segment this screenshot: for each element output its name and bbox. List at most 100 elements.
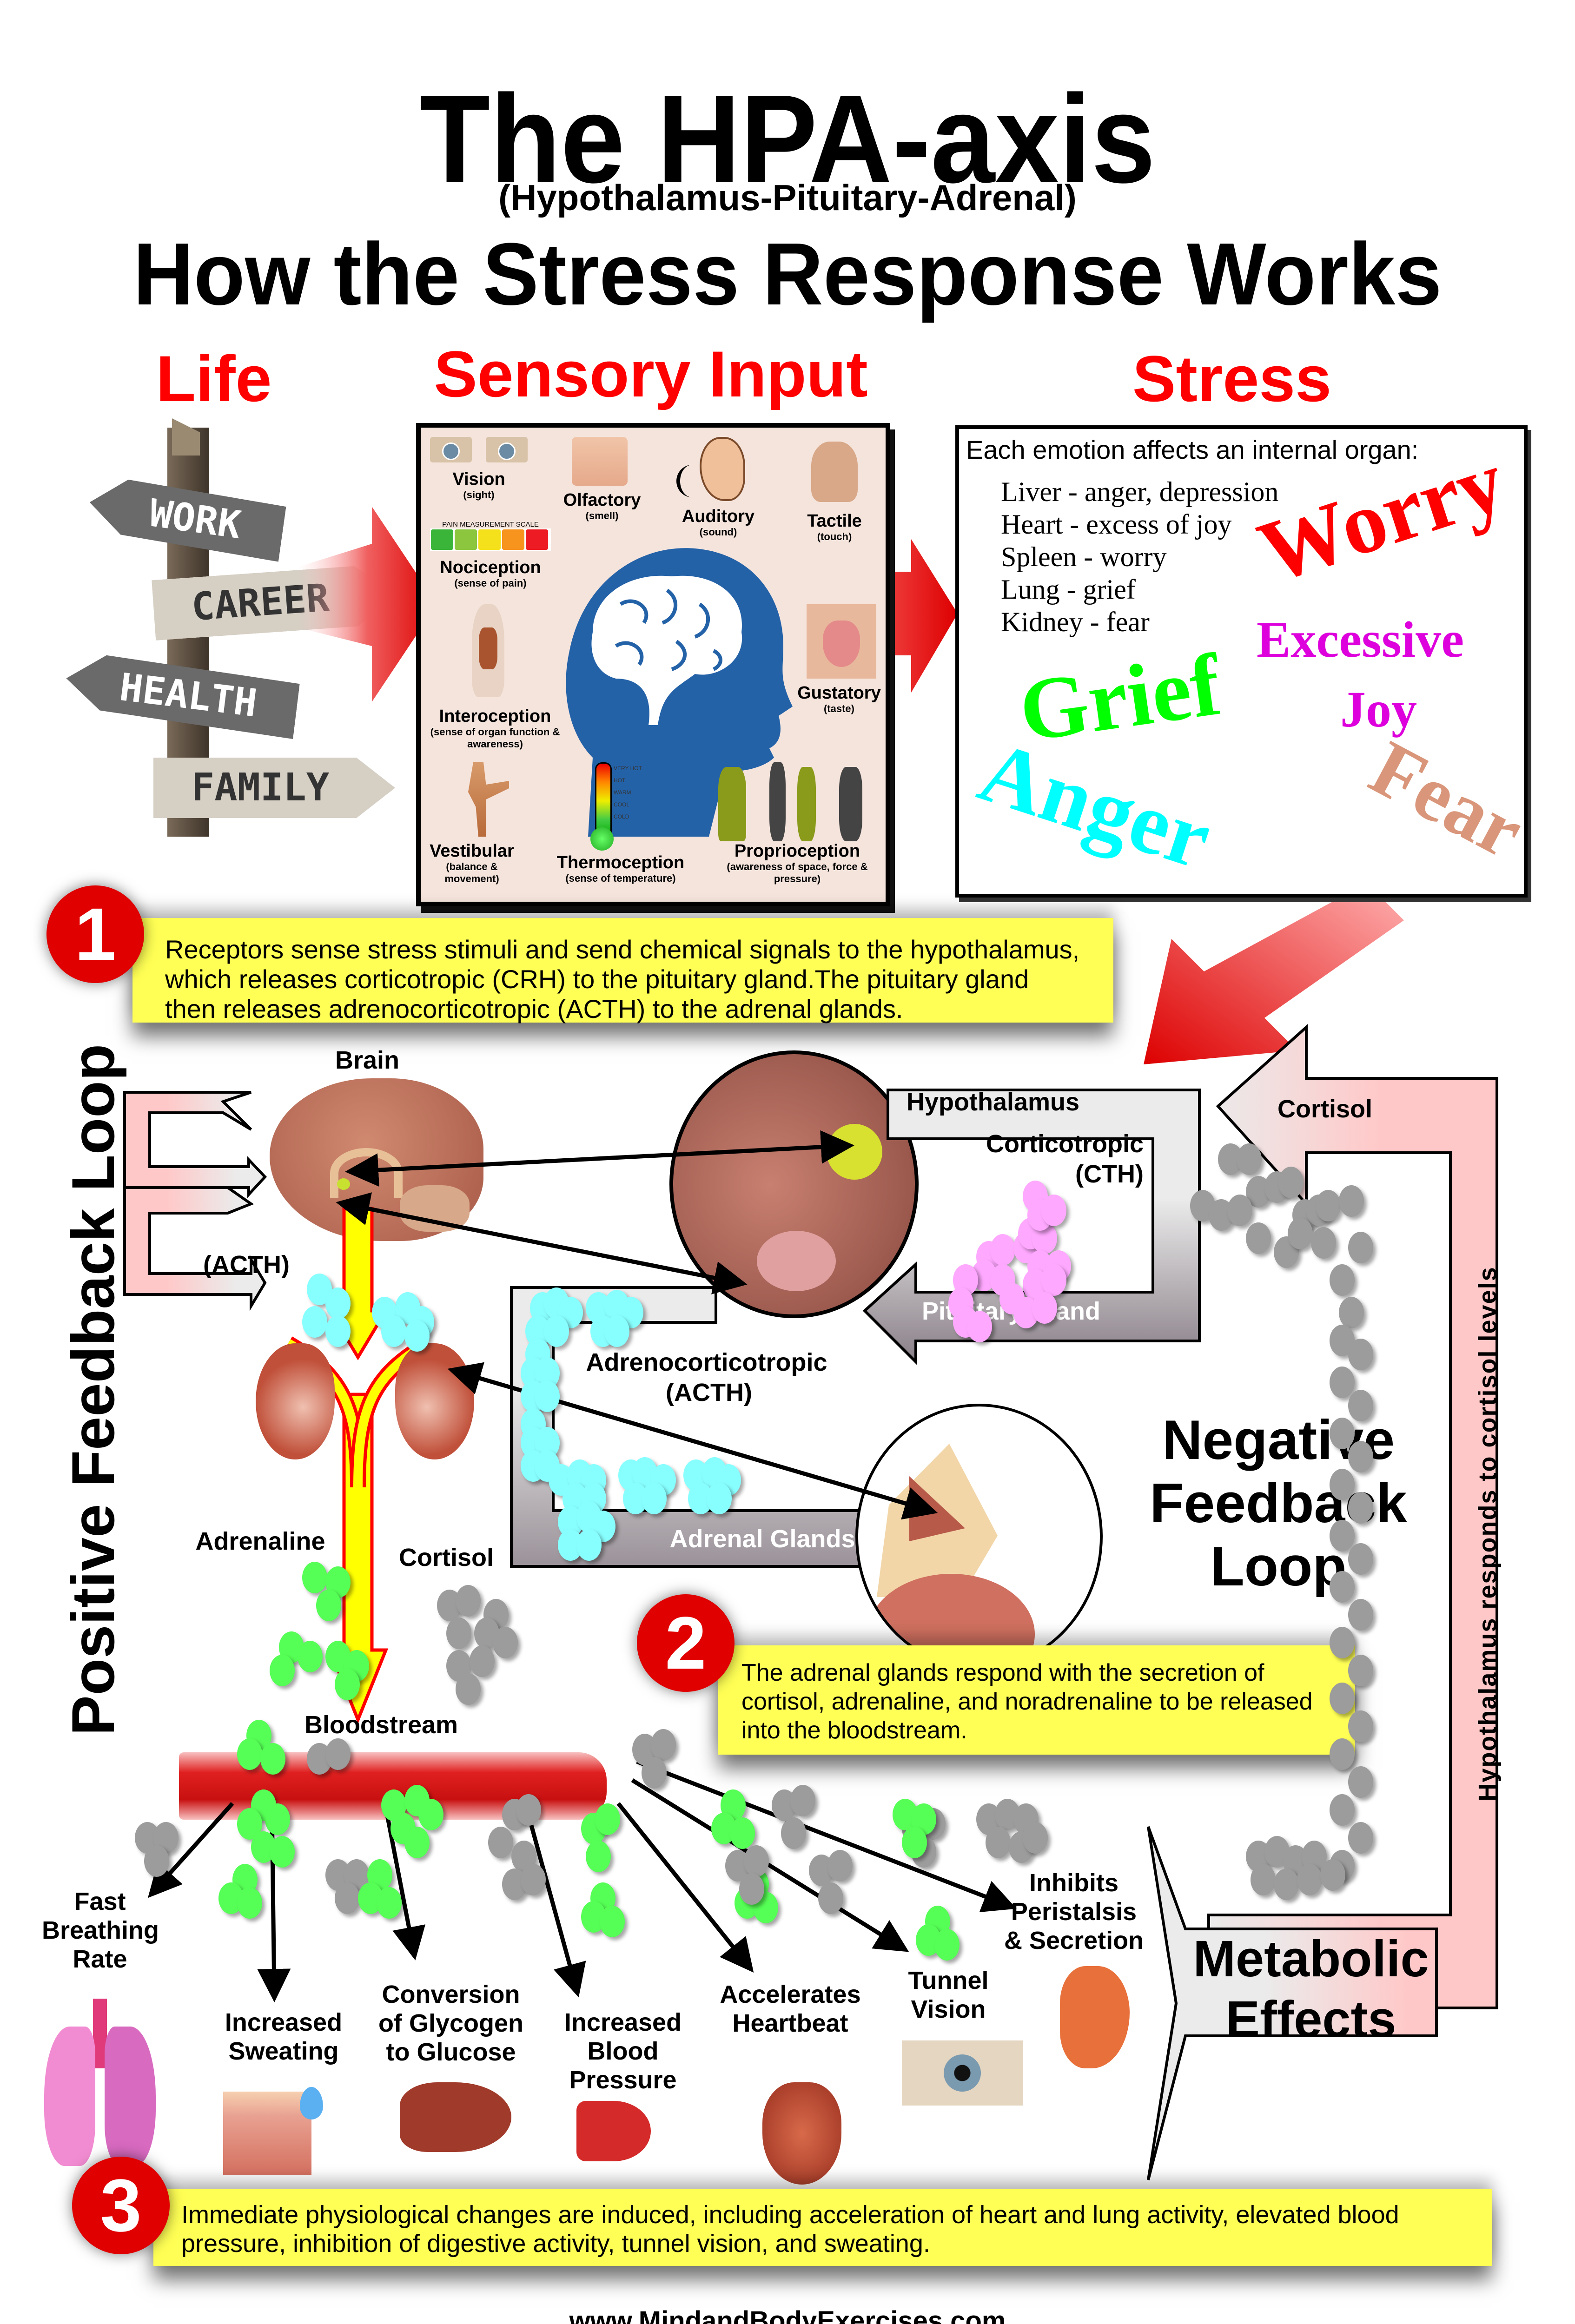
stress-intro: Each emotion affects an internal organ: — [966, 435, 1419, 464]
cortisol-molecule — [488, 1827, 513, 1858]
step-1-box: Receptors sense stress stimuli and send … — [132, 918, 1113, 1023]
adrenaline-label: Adrenaline — [195, 1527, 325, 1555]
organ-emotion-item: Lung - grief — [1001, 574, 1136, 605]
adrenaline-molecule — [902, 1827, 927, 1858]
thermometer-label: VERY HOT — [614, 765, 642, 772]
adrenaline-molecule — [335, 1669, 360, 1700]
sweating-skin-icon — [223, 2092, 311, 2175]
adrenocorticotropic-label: Adrenocorticotropic — [586, 1348, 827, 1376]
cortisol-molecule — [818, 1882, 843, 1914]
organ-emotion-item: Spleen - worry — [1001, 541, 1167, 572]
hand-touch-icon — [811, 442, 858, 502]
cortisol-molecule — [1246, 1222, 1271, 1254]
adrenaline-molecule — [237, 1887, 262, 1919]
lungs-icon — [44, 1999, 156, 2166]
section-life-heading: Life — [156, 342, 272, 415]
cortisol-molecule — [1348, 1599, 1373, 1631]
cortisol-molecule — [1330, 1571, 1355, 1603]
cortisol-molecule — [521, 1864, 546, 1895]
adrenaline-molecule — [730, 1817, 755, 1849]
cortisol-molecule — [744, 1845, 769, 1877]
adrenaline-molecule — [237, 1738, 262, 1770]
thermometer-label: HOT — [614, 777, 626, 784]
cortisol-molecule — [493, 1627, 518, 1658]
cortisol-molecule — [335, 1882, 360, 1914]
pain-face-icon — [502, 529, 524, 550]
crh-molecule — [1032, 1292, 1057, 1324]
acth-molecule — [544, 1315, 569, 1347]
cortisol-molecule — [446, 1618, 471, 1649]
cortisol-molecule — [1330, 1627, 1355, 1658]
effect-inhibits-peristalsis: Inhibits Peristalsis & Secretion — [1004, 1869, 1144, 1954]
negative-word: Negative — [1162, 1409, 1395, 1471]
cortisol-molecule — [1330, 1264, 1355, 1296]
thermometer-label: COOL — [614, 801, 630, 808]
acth-molecule — [642, 1483, 667, 1514]
proprioception-silhouettes-icon — [718, 762, 872, 841]
cortisol-molecule — [1237, 1143, 1262, 1175]
cortisol-molecule — [144, 1845, 169, 1877]
feedback-word: Feedback — [1150, 1472, 1407, 1534]
acth-molecule — [302, 1306, 327, 1338]
cortisol-molecule — [790, 1785, 815, 1816]
acth-molecule — [404, 1320, 430, 1352]
hypothalamus-responds-label: Hypothalamus responds to cortisol levels — [1474, 1266, 1502, 1802]
adrenaline-molecule — [404, 1827, 430, 1858]
pain-face-icon — [455, 529, 477, 550]
cortisol-molecule — [1288, 1218, 1313, 1249]
blood-pressure-vessel-icon — [562, 2101, 669, 2161]
adrenaline-molecule — [316, 1590, 341, 1621]
liver-icon — [400, 2082, 511, 2152]
cortisol-molecule — [781, 1817, 806, 1849]
adrenaline-molecule — [377, 1887, 402, 1919]
sense-vision: Vision(sight) — [452, 469, 505, 501]
adrenaline-molecule — [270, 1836, 295, 1868]
sense-olfactory: Olfactory(smell) — [563, 490, 641, 522]
thermometer-bulb — [590, 827, 614, 851]
organ-emotion-item: Heart - excess of joy — [1001, 509, 1232, 540]
sound-waves-icon — [676, 465, 708, 497]
arrow-life-to-sensory — [298, 507, 437, 702]
head-brain-icon — [566, 548, 793, 837]
thermometer-icon — [595, 762, 612, 839]
cortisol-molecule — [1348, 1710, 1373, 1742]
sense-vestibular: Vestibular(balance & movement) — [430, 841, 514, 885]
cortisol-molecule — [456, 1673, 481, 1705]
body-organs-icon — [472, 604, 504, 697]
section-sensory-heading: Sensory Input — [434, 337, 868, 410]
stomach-icon — [1060, 1966, 1130, 2068]
water-drop-icon — [300, 2087, 323, 2119]
nose-icon — [572, 437, 628, 486]
organ-emotion-item: Kidney - fear — [1001, 607, 1150, 637]
sign-family: FAMILY — [153, 758, 395, 818]
hypothalamus-pituitary-bracket — [862, 1089, 1201, 1366]
adrenaline-molecule — [600, 1906, 625, 1937]
step-3-box: Immediate physiological changes are indu… — [153, 2189, 1492, 2266]
sense-thermoception: Thermoception(sense of temperature) — [556, 853, 685, 884]
effect-increased-sweating: Increased Sweating — [225, 2008, 343, 2065]
sense-nociception: Nociception(sense of pain) — [440, 558, 541, 589]
cortisol-molecule — [1330, 1418, 1355, 1449]
sense-auditory: Auditory(sound) — [682, 507, 755, 538]
stress-panel: Each emotion affects an internal organ: … — [955, 425, 1537, 898]
step-1-text: Receptors sense stress stimuli and send … — [165, 935, 1080, 1023]
bloodstream-label: Bloodstream — [304, 1711, 458, 1739]
cortisol-molecule — [1348, 1655, 1373, 1686]
effect-fast-breathing: Fast Breathing Rate — [42, 1888, 159, 1973]
eye-icon — [486, 437, 528, 462]
sensory-input-panel: Vision(sight) Olfactory(smell) Auditory(… — [416, 423, 890, 906]
negative-feedback-loop-label: Negative Feedback Loop — [1139, 1408, 1418, 1598]
sense-interoception: Interoception(sense of organ function & … — [430, 706, 560, 750]
footer-website-link[interactable]: www.MindandBodyExercises.com — [569, 2306, 1006, 2324]
crh-molecule — [1041, 1195, 1066, 1226]
sign-family-label: FAMILY — [191, 766, 330, 810]
positive-feedback-arrows — [123, 1091, 267, 1311]
page-headline: How the Stress Response Works — [133, 225, 1442, 324]
organ-emotion-item: Liver - anger, depression — [1001, 476, 1279, 507]
brain-label: Brain — [335, 1046, 400, 1074]
cth-label: (CTH) — [1075, 1160, 1144, 1188]
step-1-badge: 1 — [46, 885, 144, 983]
acth-molecule — [707, 1483, 732, 1514]
